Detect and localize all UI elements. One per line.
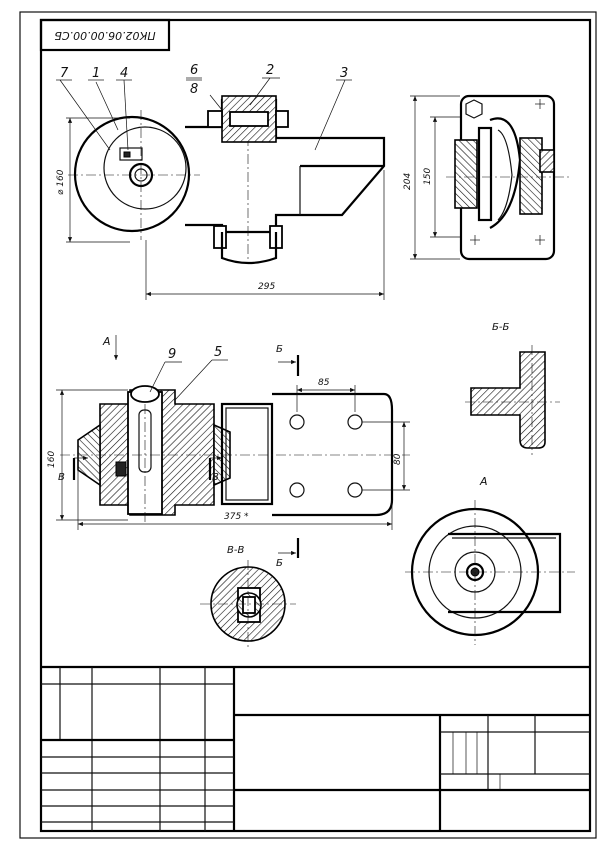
section-bb-title: Б-Б (492, 322, 509, 333)
bolt-head-right (275, 110, 289, 128)
dim-hole-spacing-v: 80 (393, 453, 403, 465)
pulley-outer-circle (73, 115, 191, 233)
bracket-front (220, 402, 274, 506)
callout-2: 2 (266, 63, 274, 78)
drawing-code-text: ПК02.06.00.00.СБ (54, 29, 155, 42)
dim-front-height: 160 (47, 451, 57, 468)
section-bb: Б-Б (465, 322, 560, 455)
key-plate (119, 147, 143, 161)
callout-7: 7 (60, 66, 69, 81)
callout-5: 5 (214, 345, 222, 360)
sheet-frame (19, 11, 597, 839)
front-view: А 85 80 160 375 * (47, 335, 410, 569)
section-vv: В-В (200, 545, 296, 650)
title-block (41, 665, 590, 831)
callout-4: 4 (120, 66, 128, 81)
side-view: 204 150 (403, 94, 572, 261)
cut-b-top-label: Б (276, 344, 283, 355)
flange-plate (272, 392, 394, 517)
callout-9: 9 (168, 347, 176, 362)
dim-top-length: 295 (258, 282, 275, 292)
main-view: ⌀ 160 295 7 1 4 6 8 2 3 (56, 63, 386, 300)
view-a-label: А (479, 475, 488, 488)
callout-8: 8 (190, 82, 198, 97)
dim-side-inner: 150 (423, 168, 433, 185)
callout-3: 3 (340, 66, 348, 81)
view-a: А (405, 475, 575, 645)
bolt-head-left (207, 110, 223, 128)
pulley-inner-circle (103, 126, 187, 210)
callout-1: 1 (92, 66, 100, 81)
callout-leaders (56, 77, 352, 151)
dim-front-length: 375 * (224, 512, 249, 522)
cut-v-right-label: В (212, 472, 219, 483)
view-a-arrow-label: А (102, 335, 111, 348)
drawing-code-stamp: ПК02.06.00.00.СБ (39, 18, 171, 52)
dim-top-diameter: ⌀ 160 (56, 169, 66, 195)
dim-side-outer: 204 (403, 173, 413, 190)
dim-hole-spacing-h: 85 (318, 378, 330, 388)
callout-6: 6 (190, 63, 198, 78)
cut-b-bottom-label: Б (276, 558, 283, 569)
cut-v-left-label: В (58, 472, 65, 483)
section-vv-title: В-В (227, 545, 244, 556)
